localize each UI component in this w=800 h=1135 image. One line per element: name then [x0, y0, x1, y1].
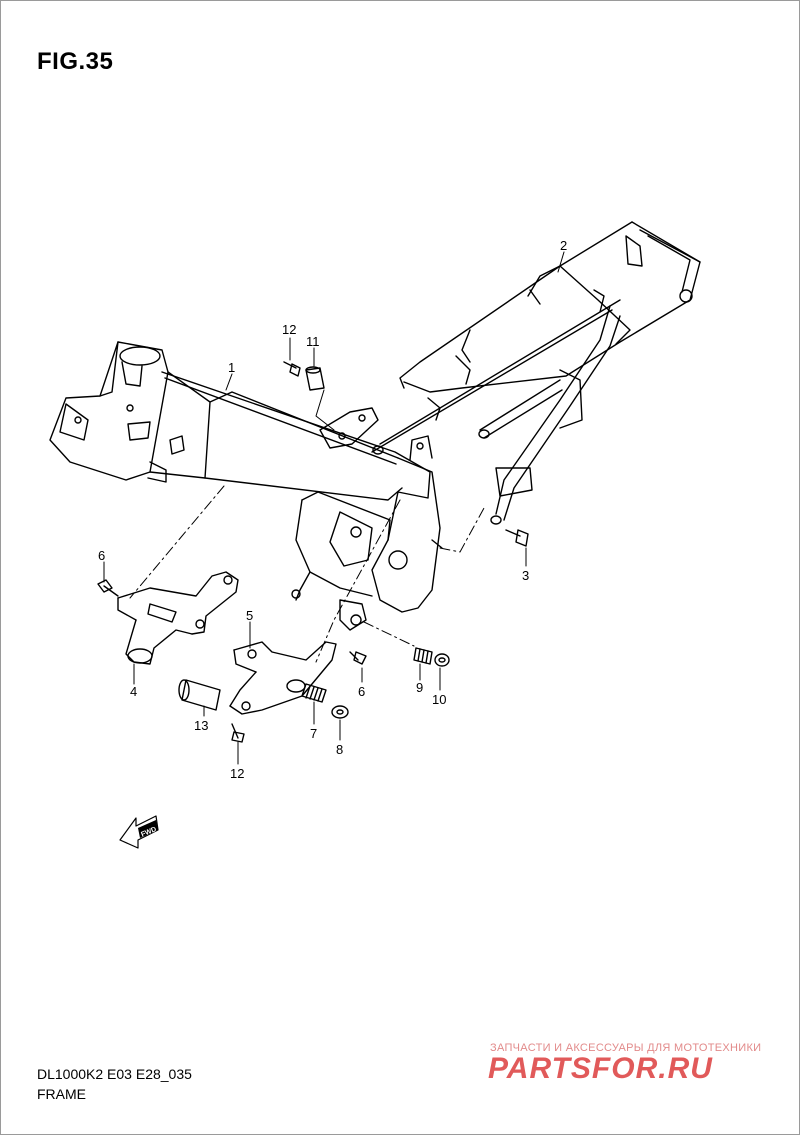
collar-part-11: [305, 366, 325, 391]
callout-6a: 6: [98, 548, 105, 563]
spacer-part-7: [301, 683, 327, 703]
spacer-part-9: [413, 647, 433, 665]
callout-labels: 1 2 3 4 5 6 6 7 8 9 10 11 12 12 13: [98, 238, 567, 781]
footrest-bracket-part-5: [229, 641, 337, 715]
bolt-part-6a: [97, 579, 119, 597]
footrest-bracket-part-4: [117, 571, 239, 665]
callout-6b: 6: [358, 684, 365, 699]
bolt-part-12b: [231, 723, 245, 743]
callout-7: 7: [310, 726, 317, 741]
callout-3: 3: [522, 568, 529, 583]
rear-subframe-part: [371, 221, 701, 525]
callout-10: 10: [432, 692, 446, 707]
model-code: DL1000K2 E03 E28_035: [37, 1066, 192, 1082]
section-name: FRAME: [37, 1086, 86, 1102]
callout-8: 8: [336, 742, 343, 757]
callout-11: 11: [306, 334, 320, 349]
callout-12a: 12: [282, 322, 296, 337]
figure-title: FIG.35: [37, 48, 114, 75]
bolt-part-6b: [349, 651, 367, 665]
main-frame-part: [49, 341, 443, 631]
watermark-logo: PARTSFOR.RU: [488, 1052, 713, 1085]
bolt-part-3: [505, 529, 529, 547]
callout-1: 1: [228, 360, 235, 375]
callout-13: 13: [194, 718, 208, 733]
callout-4: 4: [130, 684, 137, 699]
fwd-arrow-icon: FWD: [119, 815, 159, 849]
callout-9: 9: [416, 680, 423, 695]
collar-part-13: [178, 679, 221, 711]
callout-12b: 12: [230, 766, 244, 781]
watermark-tagline: ЗАПЧАСТИ И АКСЕССУАРЫ ДЛЯ МОТОТЕХНИКИ: [490, 1042, 762, 1054]
bolt-part-12a: [283, 361, 301, 377]
callout-5: 5: [246, 608, 253, 623]
nut-part-10: [434, 653, 450, 667]
callout-2: 2: [560, 238, 567, 253]
leader-lines: [103, 251, 565, 765]
nut-part-8: [331, 705, 349, 719]
